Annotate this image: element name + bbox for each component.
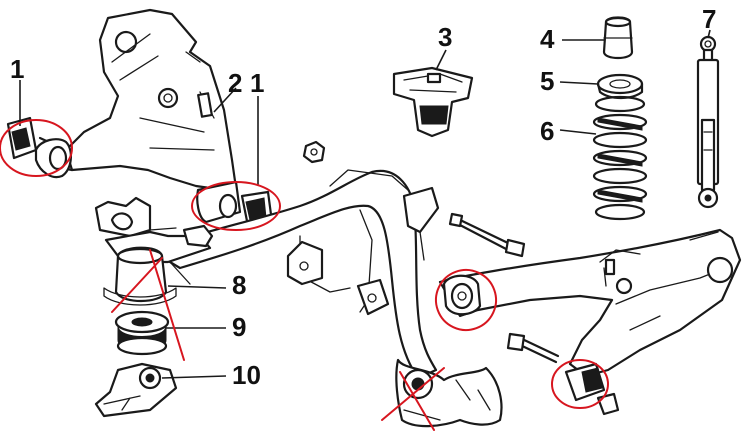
upper-left-control-arm <box>38 8 238 192</box>
bolt-lower <box>506 332 560 364</box>
nut-small <box>302 140 326 164</box>
lower-right-control-arm <box>438 228 742 378</box>
bump-stop <box>602 16 634 60</box>
bump-mount <box>392 66 474 138</box>
shock-absorber <box>696 35 720 209</box>
left-mount-bracket <box>94 196 214 297</box>
callout-2: 2 <box>228 68 243 98</box>
mount-plate <box>94 362 178 418</box>
bushing-circle-center <box>191 181 281 231</box>
rubber-donut <box>114 310 170 356</box>
cross-out-lower-mount <box>381 367 445 431</box>
callout-9: 9 <box>232 312 247 342</box>
callout-8: 8 <box>232 270 247 300</box>
bushing-circle-lower-rear <box>551 359 609 409</box>
cross-out-mount <box>111 249 185 361</box>
bushing-circle-left <box>0 119 73 177</box>
callout-5: 5 <box>540 66 555 96</box>
red-markup <box>0 119 609 431</box>
bushing-lower-rear <box>564 362 620 416</box>
callout-4: 4 <box>540 24 555 54</box>
callout-10: 10 <box>232 360 261 390</box>
callout-1-right: 1 <box>250 68 265 98</box>
coil-spring <box>592 95 648 221</box>
callout-6: 6 <box>540 116 555 146</box>
leader-lines <box>19 29 711 379</box>
callout-7: 7 <box>702 4 717 34</box>
bushing-circle-lower-front <box>435 269 497 331</box>
bolt-upper <box>448 212 526 258</box>
bushing-lower-front <box>442 274 482 316</box>
callout-3: 3 <box>438 22 453 52</box>
spring-seat <box>596 73 644 100</box>
callout-1-left: 1 <box>10 54 25 84</box>
